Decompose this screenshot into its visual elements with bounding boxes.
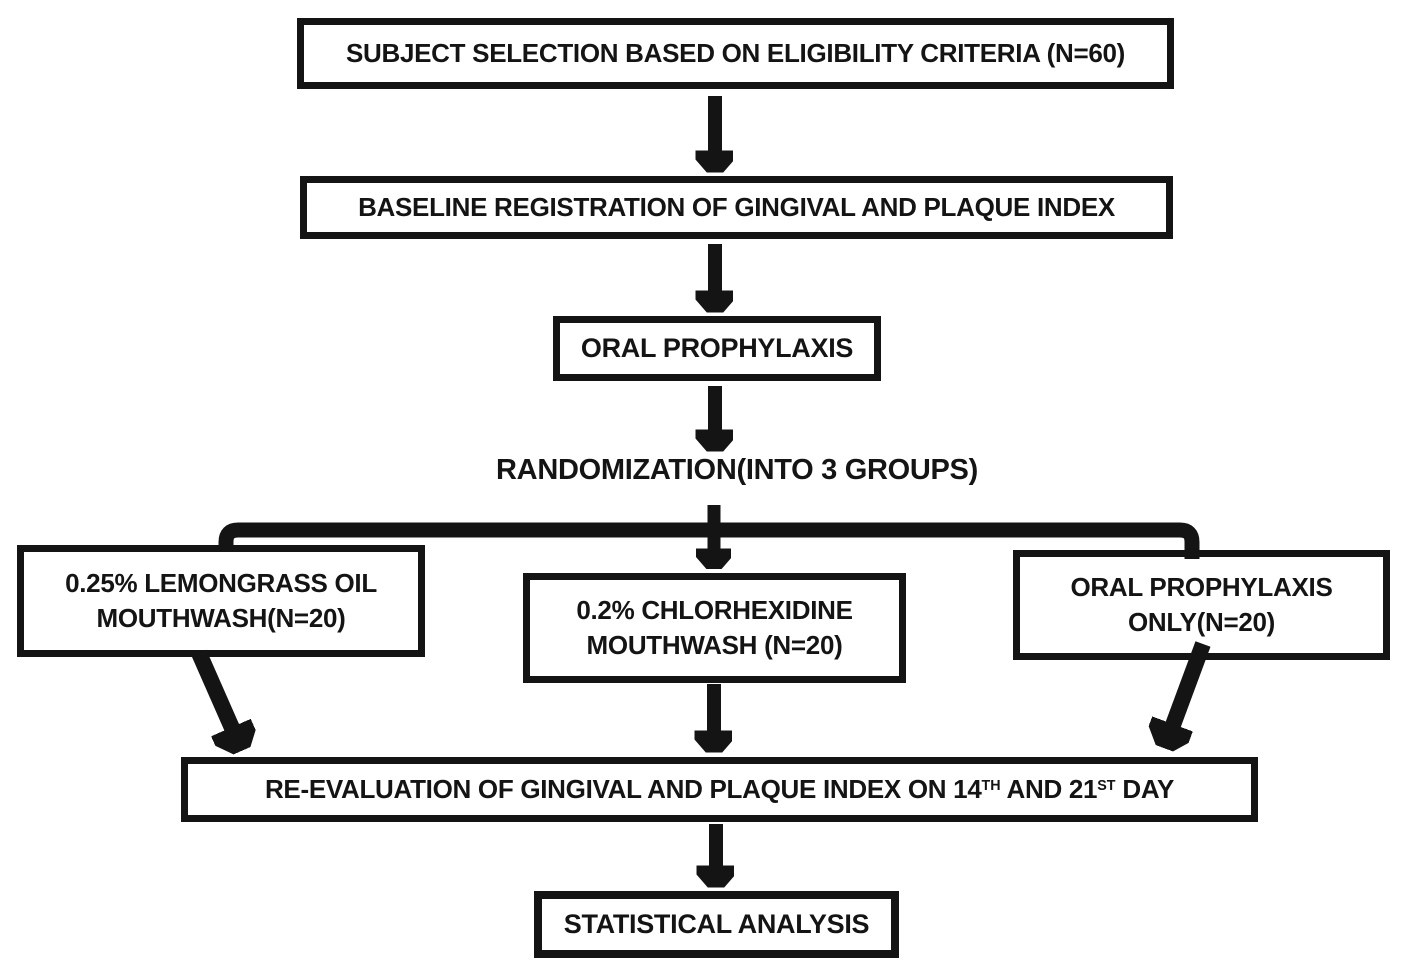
node-statistical-analysis-label: STATISTICAL ANALYSIS <box>563 909 870 940</box>
node-baseline-registration-label: BASELINE REGISTRATION OF GINGIVAL AND PL… <box>358 191 1115 222</box>
reevaluation-part1: RE-EVALUATION OF GINGIVAL AND PLAQUE IND… <box>264 773 982 804</box>
node-group-lemongrass: 0.25% LEMONGRASS OIL MOUTHWASH(N=20) <box>17 545 425 657</box>
node-baseline-registration: BASELINE REGISTRATION OF GINGIVAL AND PL… <box>300 176 1173 239</box>
node-reevaluation-label: RE-EVALUATION OF GINGIVAL AND PLAQUE IND… <box>265 772 1174 807</box>
node-group-chlorhexidine: 0.2% CHLORHEXIDINE MOUTHWASH (N=20) <box>523 573 906 683</box>
reevaluation-part2: AND 21 <box>1000 773 1098 804</box>
label-randomization-text: RANDOMIZATION(INTO 3 GROUPS) <box>496 454 978 486</box>
node-group-chlorhexidine-line1: 0.2% CHLORHEXIDINE <box>576 594 853 625</box>
node-group-oral-prophylaxis-only: ORAL PROPHYLAXIS ONLY(N=20) <box>1013 550 1390 660</box>
reevaluation-part3: DAY <box>1115 773 1175 804</box>
node-oral-prophylaxis: ORAL PROPHYLAXIS <box>553 316 881 381</box>
arrow-lemongrass-to-reevaluation <box>191 649 232 728</box>
node-group-oral-prophylaxis-only-line1: ORAL PROPHYLAXIS <box>1070 571 1333 602</box>
reevaluation-ordinal-st: ST <box>1097 778 1116 795</box>
label-randomization: RANDOMIZATION(INTO 3 GROUPS) <box>496 454 978 487</box>
node-statistical-analysis: STATISTICAL ANALYSIS <box>534 891 899 958</box>
node-group-lemongrass-line1: 0.25% LEMONGRASS OIL <box>65 567 377 598</box>
reevaluation-ordinal-th: TH <box>981 778 1001 795</box>
node-reevaluation: RE-EVALUATION OF GINGIVAL AND PLAQUE IND… <box>181 757 1258 822</box>
node-oral-prophylaxis-label: ORAL PROPHYLAXIS <box>580 333 854 364</box>
node-group-chlorhexidine-line2: MOUTHWASH (N=20) <box>586 630 843 660</box>
node-subject-selection: SUBJECT SELECTION BASED ON ELIGIBILITY C… <box>297 18 1174 89</box>
node-group-oral-prophylaxis-only-line2: ONLY(N=20) <box>1127 607 1276 637</box>
node-subject-selection-label: SUBJECT SELECTION BASED ON ELIGIBILITY C… <box>345 37 1126 68</box>
node-group-lemongrass-line2: MOUTHWASH(N=20) <box>96 603 346 633</box>
